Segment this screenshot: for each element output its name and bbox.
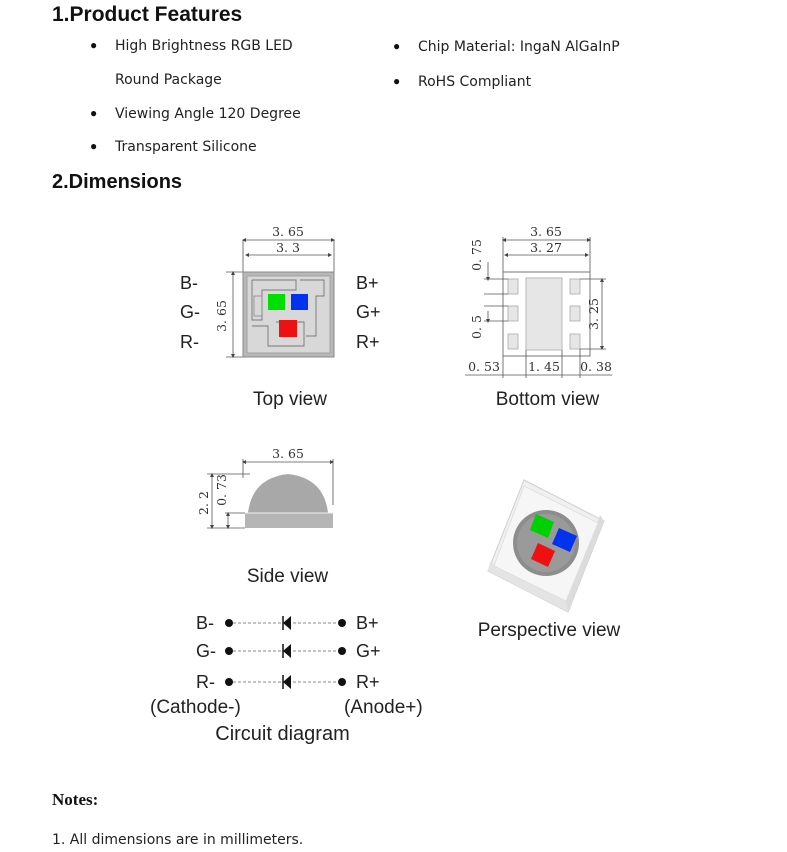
circuit-diagram: B- G- R- B+ G+ R+ (Cathode-) (Anode+) — [150, 613, 423, 718]
side-view-caption: Side view — [246, 566, 329, 587]
pin-label: G+ — [356, 302, 381, 322]
pin-label: R+ — [356, 332, 380, 352]
circuit-label: G- — [196, 641, 216, 661]
feature-item: Chip Material: IngaN AlGaInP — [418, 39, 620, 55]
feature-item: Round Package — [115, 72, 222, 88]
circuit-caption: Circuit diagram — [215, 723, 350, 745]
top-width-inner: 3. 3 — [276, 240, 300, 255]
side-height-base: 0. 73 — [214, 474, 229, 506]
circuit-label: R+ — [356, 672, 380, 692]
bottom-dim-mid: 1. 45 — [528, 359, 560, 374]
bottom-dim-left: 0. 53 — [468, 359, 500, 374]
notes-item: 1. All dimensions are in millimeters. — [52, 832, 304, 848]
bottom-dim-right: 0. 38 — [580, 359, 612, 374]
feature-item: Viewing Angle 120 Degree — [115, 106, 301, 122]
circuit-label: B- — [196, 613, 214, 633]
side-height-total: 2. 2 — [196, 491, 211, 515]
bottom-view-caption: Bottom view — [495, 389, 600, 410]
feature-item: Transparent Silicone — [115, 139, 257, 155]
pin-label: R- — [180, 332, 199, 352]
pin-label: B+ — [356, 273, 379, 293]
circuit-row-blue — [225, 616, 346, 630]
bottom-view-drawing: 3. 65 3. 27 0. 75 0. 5 3. 25 0. 53 1. 45… — [465, 224, 612, 378]
top-width-outer: 3. 65 — [272, 224, 304, 239]
bullet-icon: ● — [90, 139, 98, 153]
perspective-view-drawing — [487, 479, 605, 613]
bullet-icon: ● — [393, 74, 401, 88]
cathode-label: (Cathode-) — [150, 697, 241, 718]
circuit-label: G+ — [356, 641, 381, 661]
pin-label: G- — [180, 302, 200, 322]
circuit-label: R- — [196, 672, 215, 692]
bullet-icon: ● — [90, 38, 98, 52]
side-view-drawing: 3. 65 2. 2 0. 73 — [196, 446, 334, 529]
bottom-width-outer: 3. 65 — [530, 224, 562, 239]
dimensions-heading: 2.Dimensions — [52, 171, 183, 193]
bullet-icon: ● — [393, 39, 401, 53]
bottom-width-inner: 3. 27 — [530, 240, 562, 255]
top-view-drawing: 3. 65 3. 3 3. 65 B- G- R- B+ G+ R+ — [180, 224, 381, 358]
bottom-left-mid: 0. 5 — [469, 315, 484, 339]
bottom-left-top: 0. 75 — [469, 239, 484, 271]
top-view-caption: Top view — [253, 389, 327, 410]
circuit-row-red — [225, 675, 346, 689]
notes-title: Notes: — [52, 790, 99, 809]
features-heading: 1.Product Features — [52, 3, 243, 26]
top-height: 3. 65 — [214, 300, 229, 332]
side-width: 3. 65 — [272, 446, 304, 461]
bullet-icon: ● — [90, 106, 98, 120]
circuit-label: B+ — [356, 613, 379, 633]
feature-item: RoHS Compliant — [418, 74, 532, 90]
circuit-row-green — [225, 644, 346, 658]
anode-label: (Anode+) — [344, 697, 423, 718]
bottom-right-height: 3. 25 — [586, 298, 601, 330]
pin-label: B- — [180, 273, 198, 293]
feature-item: High Brightness RGB LED — [115, 38, 293, 54]
perspective-view-caption: Perspective view — [477, 620, 621, 641]
